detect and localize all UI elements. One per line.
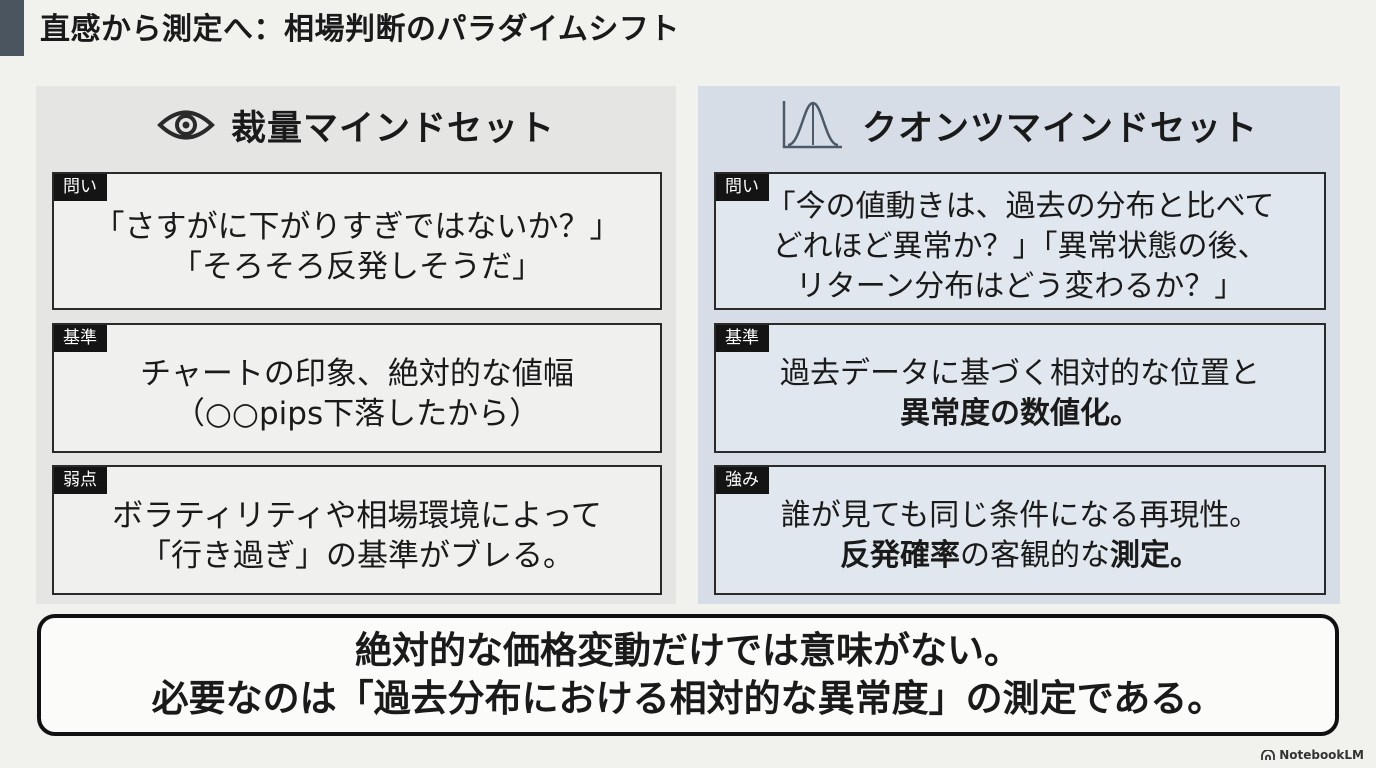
card-text: 「今の値動きは、過去の分布と比べて どれほど異常か？」「異常状態の後、 リターン… <box>766 187 1275 307</box>
card-text: チャートの印象、絶対的な値幅 （○○pips下落したから） <box>140 354 574 434</box>
panel-header: クオンツマインドセット <box>698 100 1340 150</box>
question-card: 問い 「さすがに下がりすぎではないか？」 「そろそろ反発しそうだ」 <box>52 172 662 310</box>
emphasis-text: 反発確率 <box>840 538 960 573</box>
quant-mindset-panel: クオンツマインドセット 問い 「今の値動きは、過去の分布と比べて どれほど異常か… <box>698 86 1340 604</box>
card-text-line: 「行き過ぎ」の基準がブレる。 <box>140 538 574 574</box>
card-text-line: 誰が見ても同じ条件になる再現性。 <box>780 498 1260 533</box>
card-text-line: 「今の値動きは、過去の分布と比べて <box>765 189 1275 224</box>
card-tag: 弱点 <box>54 467 107 494</box>
emphasis-text: 測定。 <box>1110 538 1200 573</box>
card-text-line: ボラティリティや相場環境によって <box>112 498 602 534</box>
question-card: 問い 「今の値動きは、過去の分布と比べて どれほど異常か？」「異常状態の後、 リ… <box>714 172 1326 310</box>
card-tag: 基準 <box>54 325 107 352</box>
notebooklm-watermark: NotebookLM <box>1261 746 1364 764</box>
card-text-line: リターン分布はどう変わるか？」 <box>795 269 1245 304</box>
card-text-line: 「さすがに下がりすぎではないか？」 <box>93 209 621 245</box>
discretionary-mindset-panel: 裁量マインドセット 問い 「さすがに下がりすぎではないか？」 「そろそろ反発しそ… <box>36 86 676 604</box>
card-text-line: （○○pips下落したから） <box>173 396 541 432</box>
title-accent-bar <box>0 0 24 56</box>
card-text-line: チャートの印象、絶対的な値幅 <box>140 356 574 392</box>
weakness-card: 弱点 ボラティリティや相場環境によって 「行き過ぎ」の基準がブレる。 <box>52 465 662 595</box>
eye-icon <box>157 110 215 140</box>
card-text-line: どれほど異常か？」「異常状態の後、 <box>772 229 1268 264</box>
card-text-line: 反発確率の客観的な測定。 <box>781 536 1260 576</box>
card-text: 誰が見ても同じ条件になる再現性。 反発確率の客観的な測定。 <box>781 496 1260 576</box>
card-text: 過去データに基づく相対的な位置と 異常度の数値化。 <box>780 354 1260 434</box>
card-text-line-bold: 異常度の数値化。 <box>900 396 1140 431</box>
conclusion-line: 絶対的な価格変動だけでは意味がない。 <box>355 629 1021 672</box>
panel-header: 裁量マインドセット <box>36 100 676 150</box>
panel-title: 裁量マインドセット <box>230 108 555 149</box>
distribution-curve-icon <box>782 101 842 149</box>
criteria-card: 基準 チャートの印象、絶対的な値幅 （○○pips下落したから） <box>52 323 662 453</box>
card-tag: 強み <box>716 467 769 494</box>
page-title: 直感から測定へ：相場判断のパラダイムシフト <box>40 12 680 47</box>
card-tag: 問い <box>54 174 107 201</box>
card-tag: 基準 <box>716 325 769 352</box>
card-tag: 問い <box>716 174 769 201</box>
card-text: 「さすがに下がりすぎではないか？」 「そろそろ反発しそうだ」 <box>94 207 621 287</box>
plain-text: の客観的な <box>960 538 1110 573</box>
strength-card: 強み 誰が見ても同じ条件になる再現性。 反発確率の客観的な測定。 <box>714 465 1326 595</box>
card-text: ボラティリティや相場環境によって 「行き過ぎ」の基準がブレる。 <box>112 496 602 576</box>
card-text-line: 過去データに基づく相対的な位置と <box>780 356 1260 391</box>
watermark-label: NotebookLM <box>1279 748 1364 762</box>
notebooklm-logo-icon <box>1261 749 1276 760</box>
card-text-line: 「そろそろ反発しそうだ」 <box>171 249 543 285</box>
conclusion-line: 必要なのは「過去分布における相対的な異常度」の測定である。 <box>151 677 1225 720</box>
panel-title: クオンツマインドセット <box>861 108 1258 149</box>
criteria-card: 基準 過去データに基づく相対的な位置と 異常度の数値化。 <box>714 323 1326 453</box>
conclusion-box: 絶対的な価格変動だけでは意味がない。 必要なのは「過去分布における相対的な異常度… <box>37 614 1339 736</box>
